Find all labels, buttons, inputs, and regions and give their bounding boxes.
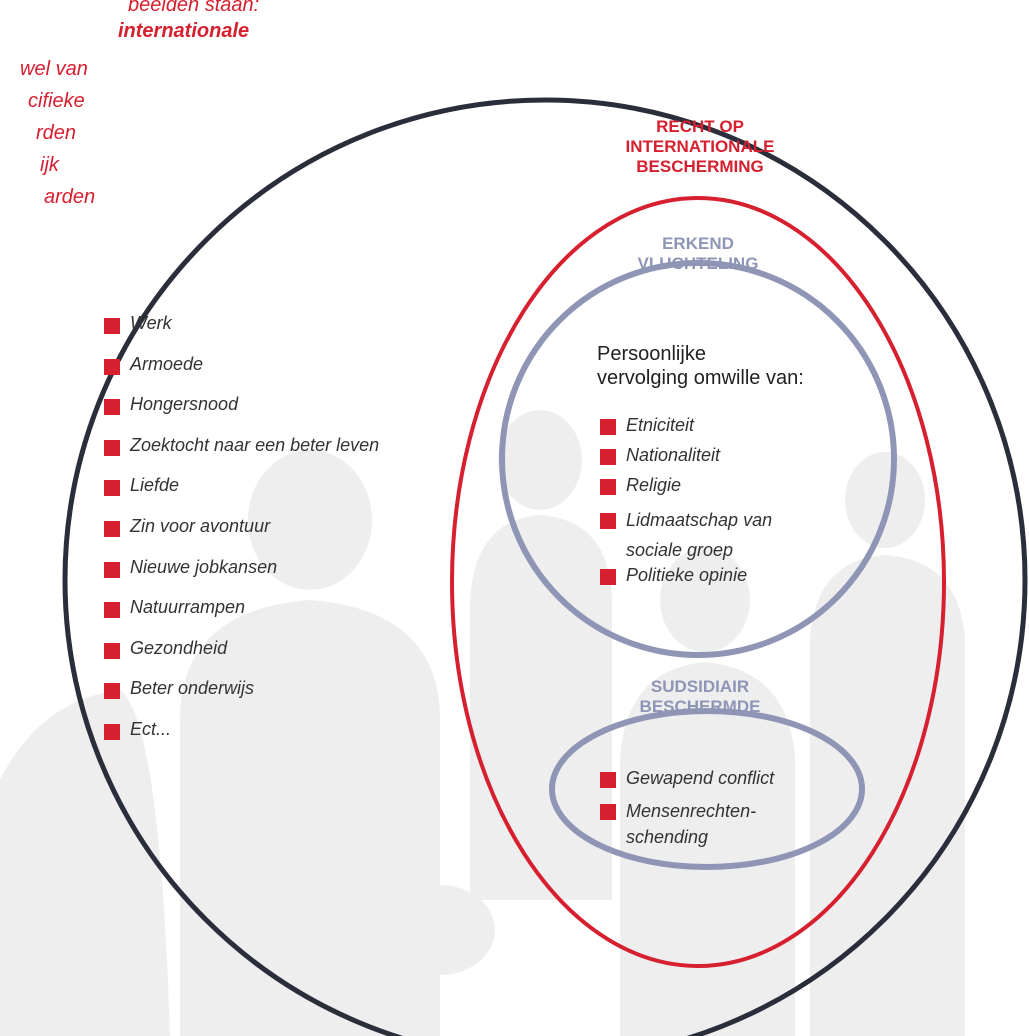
bullet [104, 683, 120, 700]
refugee-grounds-list: Etniciteit Nationaliteit Religie Lidmaat… [600, 415, 772, 595]
intro-line-1: beelden staan: [128, 0, 260, 16]
bullet [104, 439, 120, 456]
bullet [104, 642, 120, 659]
bullet [600, 569, 616, 585]
list-item: Hongersnood [104, 394, 379, 435]
list-item: Zoektocht naar een beter leven [104, 435, 379, 476]
bullet [600, 419, 616, 435]
bullet [600, 772, 616, 788]
bullet [104, 480, 120, 497]
bullet [600, 479, 616, 495]
outer-circle [62, 97, 1028, 1036]
list-item: Mensenrechten- schending [600, 798, 774, 854]
list-item: Gezondheid [104, 638, 379, 679]
bullet [104, 520, 120, 537]
bullet [104, 358, 120, 375]
list-item: Lidmaatschap van sociale groep [600, 505, 772, 565]
intro-line-6: ijk [40, 154, 59, 176]
intro-line-5: rden [36, 122, 77, 144]
list-item: Beter onderwijs [104, 678, 379, 719]
outer-reasons-list: Werk Armoede Hongersnood Zoektocht naar … [104, 313, 379, 760]
subsidiary-ellipse [549, 708, 865, 870]
list-item: Nieuwe jobkansen [104, 557, 379, 598]
list-item: Werk [104, 313, 379, 354]
bullet [600, 513, 616, 529]
bullet [600, 449, 616, 465]
list-item: Natuurrampen [104, 597, 379, 638]
refugee-circle [499, 260, 897, 658]
subsidiary-title: SUDSIDIAIR BESCHERMDE [639, 677, 761, 716]
list-item: Armoede [104, 354, 379, 395]
list-item: Liefde [104, 475, 379, 516]
list-item: Politieke opinie [600, 565, 772, 595]
refugee-lead: Persoonlijke vervolging omwille van: [597, 343, 804, 389]
bullet [104, 723, 120, 740]
list-item: Religie [600, 475, 772, 505]
intro-line-4: cifieke [28, 90, 85, 112]
list-item: Zin voor avontuur [104, 516, 379, 557]
subsidiary-grounds-list: Gewapend conflict Mensenrechten- schendi… [600, 768, 774, 854]
protection-title: RECHT OP INTERNATIONALE BESCHERMING [625, 117, 775, 176]
bullet [600, 804, 616, 820]
refugee-title: ERKEND VLUCHTELING [637, 234, 759, 273]
intro-line-3: wel van [20, 58, 88, 80]
bullet [104, 318, 120, 334]
list-item: Etniciteit [600, 415, 772, 445]
list-item: Ect... [104, 719, 379, 760]
protection-ellipse [450, 196, 946, 968]
bullet [104, 602, 120, 619]
list-item: Nationaliteit [600, 445, 772, 475]
intro-line-2: internationale [118, 20, 250, 42]
list-item: Gewapend conflict [600, 768, 774, 798]
bullet [104, 399, 120, 416]
bullet [104, 561, 120, 578]
intro-line-7: arden [44, 186, 96, 208]
